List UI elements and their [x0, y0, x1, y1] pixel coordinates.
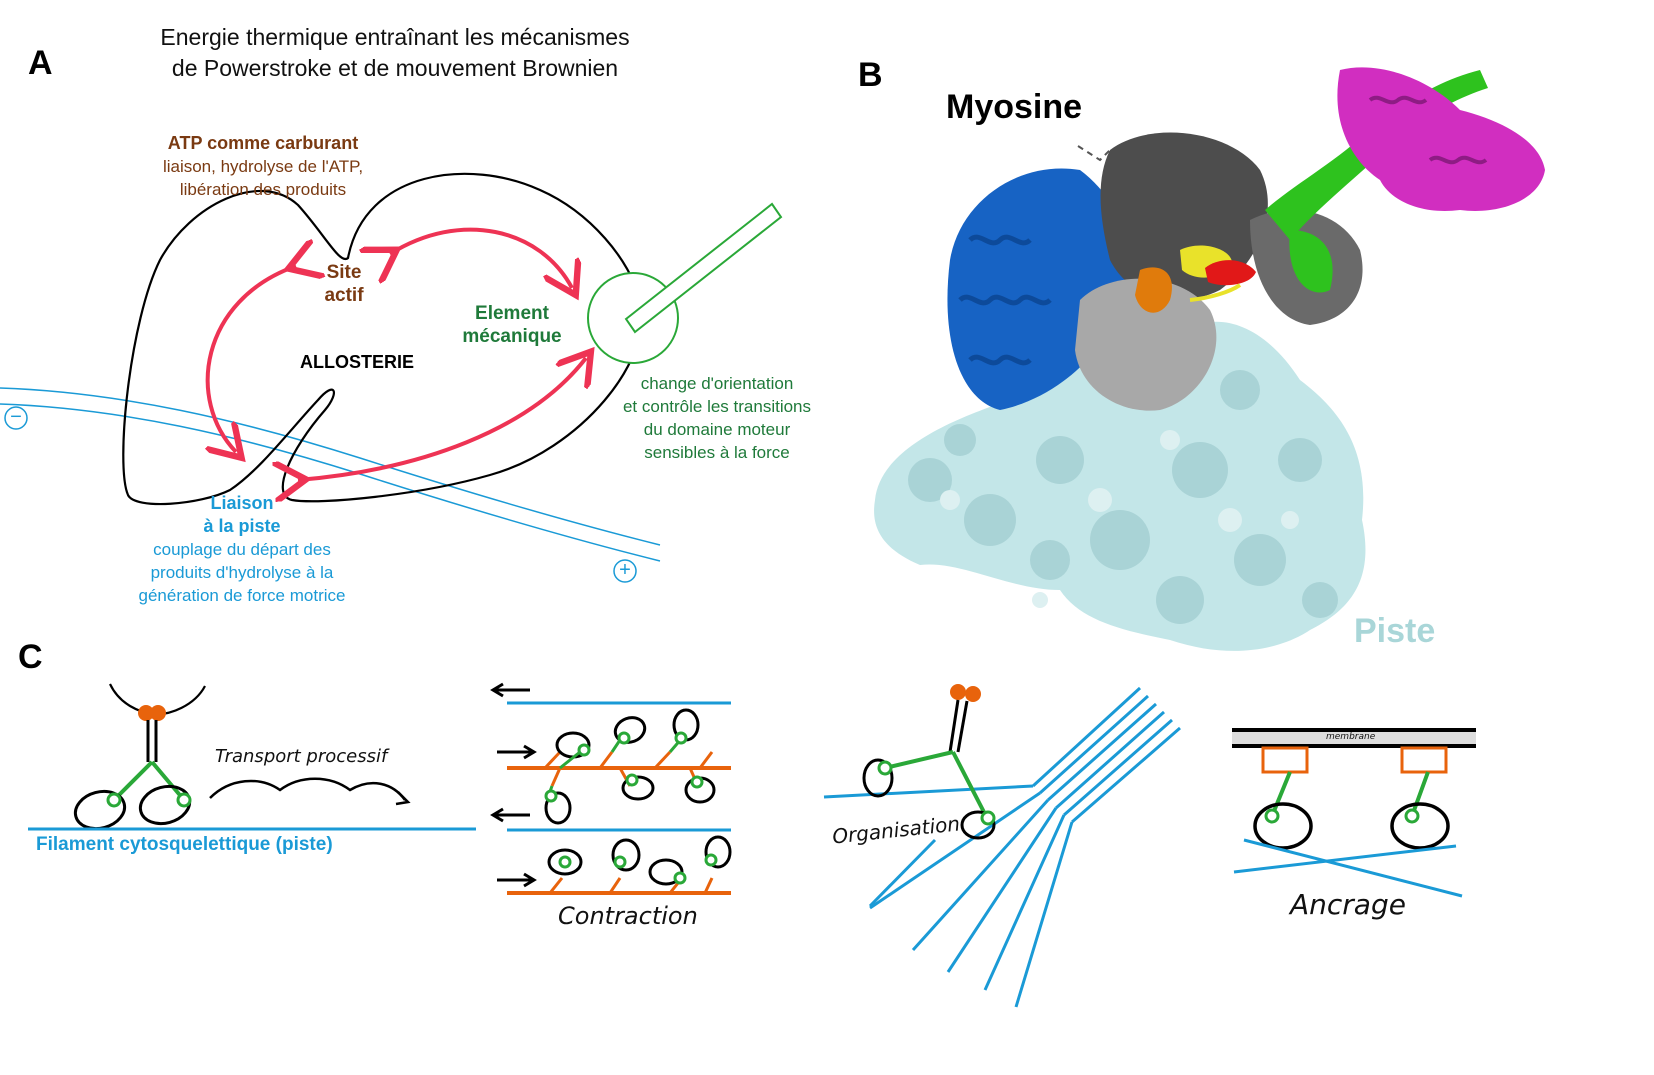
organisation-filaments [823, 686, 1181, 1008]
mechanical-element-label: Element mécanique [448, 302, 576, 348]
contraction-sarcomere [490, 682, 732, 895]
transport-motor [73, 705, 192, 831]
panel-c-letter: C [18, 638, 43, 676]
anchoring-filaments [1233, 838, 1463, 898]
orientation-line1: change d'orientation [640, 374, 794, 393]
panel-a-title-line1: Energie thermique entraînant les mécanis… [160, 24, 630, 50]
mechanical-element-line1: Element [475, 303, 549, 324]
orientation-line3: du domaine moteur [643, 420, 791, 439]
membrane-label: membrane [1326, 732, 1376, 742]
orientation-line2: et contrôle les transitions [622, 397, 812, 416]
allostery-arrows [208, 227, 586, 480]
plus-end-icon [613, 559, 637, 583]
atp-title: ATP comme carburant [167, 133, 359, 153]
anchoring-membrane [1232, 728, 1476, 748]
orientation-desc: change d'orientation et contrôle les tra… [602, 372, 832, 464]
panel-a-title: Energie thermique entraînant les mécanis… [140, 22, 650, 84]
track-binding-line1: Liaison [210, 493, 274, 513]
plus-sign: + [619, 559, 631, 581]
anchoring-label: Ancrage [1290, 888, 1406, 921]
panel-a-title-line2: de Powerstroke et de mouvement Brownien [171, 55, 619, 81]
atp-desc-line1: liaison, hydrolyse de l'ATP, [162, 157, 364, 176]
orientation-line4: sensibles à la force [644, 443, 790, 462]
atp-desc-line2: libération des produits [179, 180, 347, 199]
panel-a-letter: A [28, 44, 53, 82]
arrowhead-icon [395, 791, 411, 806]
panel-b-letter: B [858, 56, 883, 94]
mechanical-element-line2: mécanique [462, 326, 562, 347]
coupling-line1: couplage du départ des [153, 540, 331, 559]
track-binding-line2: à la piste [203, 516, 281, 536]
minus-sign: − [10, 406, 22, 428]
track-piste-label: Piste [1354, 612, 1436, 650]
myosin-label: Myosine [946, 88, 1083, 126]
active-site-line1: Site [326, 262, 362, 283]
coupling-line3: génération de force motrice [138, 586, 346, 605]
myosin-structure [947, 67, 1545, 411]
anchoring-motors [1253, 746, 1450, 850]
active-site-label: Site actif [304, 261, 384, 307]
transport-label: Transport processif [215, 746, 388, 767]
active-site-line2: actif [324, 285, 364, 306]
atp-label: ATP comme carburant liaison, hydrolyse d… [133, 132, 393, 201]
minus-end-icon [4, 406, 28, 430]
track-binding-label: Liaison à la piste couplage du départ de… [112, 492, 372, 607]
mechanical-element [587, 202, 783, 364]
processive-path-arrow [209, 777, 407, 801]
track-surface [874, 321, 1366, 651]
filament-label: Filament cytosquelettique (piste) [36, 834, 333, 855]
organisation-motor [862, 684, 996, 840]
coupling-line2: produits d'hydrolyse à la [150, 563, 334, 582]
contraction-label: Contraction [558, 902, 698, 930]
allostery-label: ALLOSTERIE [300, 352, 415, 372]
